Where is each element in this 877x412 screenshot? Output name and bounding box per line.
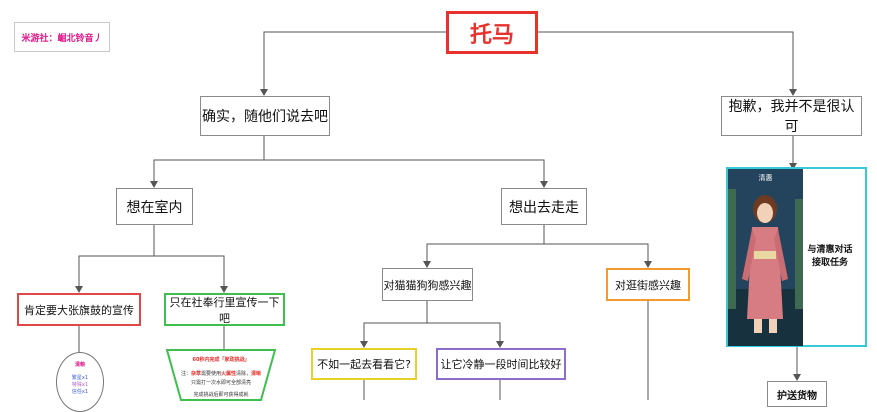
reward-line-3: 信任x1 (71, 389, 89, 395)
reward-title: 清粮 (74, 362, 85, 368)
challenge-line-2: 只需打一次水即可全部清亮 (190, 380, 251, 386)
node-pets: 对猫猫狗狗感兴趣 (382, 268, 473, 301)
challenge-line-1: 注：杂草需要使用火属性清除，清晰 (180, 371, 262, 377)
node-indoor: 想在室内 (116, 188, 193, 225)
node-street: 对逛街感兴趣 (606, 268, 690, 301)
node-outdoor: 想出去走走 (501, 188, 587, 225)
reward-line-1: 繁星x1 (71, 375, 89, 381)
reward-circle: 清粮 繁星x1 特殊x1 信任x1 (56, 352, 104, 412)
challenge-note: 60秒内完成「家政挑战」 注：杂草需要使用火属性清除，清晰 只需打一次水即可全部… (166, 349, 276, 401)
node-deliver: 护送货物 (767, 381, 827, 407)
npc-portrait-icon (728, 169, 803, 346)
node-shrine-promo: 只在社奉行里宣传一下吧 (164, 293, 285, 326)
credit-label: 米游社：崛北铃音丿 (14, 22, 110, 52)
npc-talk-label: 与清惠对话 接取任务 (807, 244, 853, 269)
connector-lines (75, 31, 801, 400)
challenge-line-3: 完成挑战后即可获得成就 (193, 392, 249, 398)
node-accept: 确实，随他们说去吧 (200, 96, 330, 136)
reward-line-2: 特殊x1 (71, 382, 89, 388)
challenge-title: 60秒内完成「家政挑战」 (192, 357, 250, 363)
root-node: 托马 (446, 11, 538, 54)
npc-portrait: 清惠 (728, 169, 803, 346)
npc-name: 清惠 (758, 174, 773, 182)
node-calm-down: 让它冷静一段时间比较好 (436, 348, 566, 380)
node-look-together: 不如一起去看看它? (311, 348, 417, 380)
node-refuse: 抱歉，我并不是很认可 (721, 96, 862, 136)
node-big-promo: 肯定要大张旗鼓的宣传 (17, 293, 141, 326)
